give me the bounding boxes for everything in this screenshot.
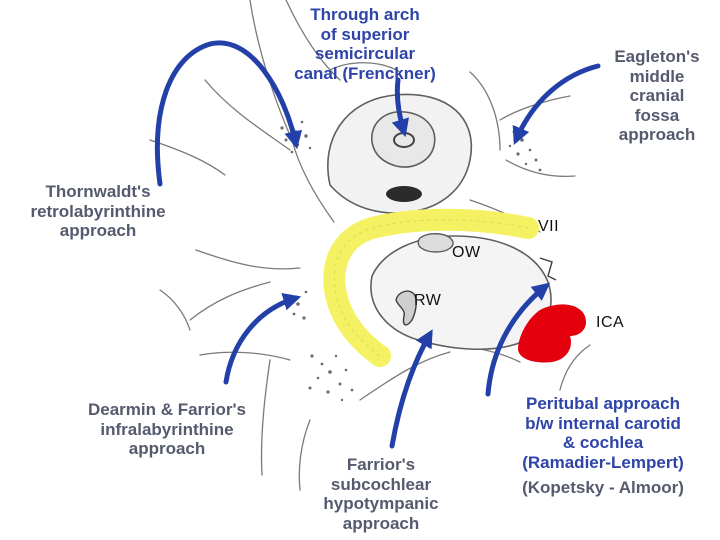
labyrinth-sketch	[327, 93, 473, 214]
arrow-peritubal	[485, 282, 551, 397]
facial-nerve	[323, 208, 539, 367]
tympanic-notch	[539, 257, 557, 281]
label-round-window: RW	[414, 292, 442, 309]
approach-arrows	[155, 40, 601, 449]
label-oval-window: OW	[452, 244, 481, 261]
label-peritubal-approach: Peritubal approach b/w internal carotid …	[522, 394, 684, 472]
label-frenckner-approach: Through arch of superior semicircular ca…	[294, 5, 436, 83]
canal-lumen	[386, 186, 422, 202]
round-window-shape	[395, 290, 417, 326]
label-dearmin-approach: Dearmin & Farrior's infralabyrinthine ap…	[87, 400, 247, 458]
arrow-farrior	[389, 329, 433, 449]
oval-window-shape	[417, 233, 454, 253]
label-farrior-subcochlear-approach: Farrior's subcochlear hypotympanic appro…	[323, 455, 439, 533]
label-kopetsky-almoor: (Kopetsky - Almoor)	[522, 478, 684, 497]
arrow-dearmin	[223, 293, 302, 385]
label-facial-nerve-vii: VII	[538, 218, 560, 235]
arrow-frenckner	[391, 77, 410, 138]
label-internal-carotid: ICA	[596, 314, 625, 331]
arrow-thornwaldt	[155, 40, 303, 187]
internal-carotid-artery	[518, 304, 587, 363]
arrow-eagleton	[512, 63, 601, 145]
label-thornwaldt-approach: Thornwaldt's retrolabyrinthine approach	[30, 182, 166, 240]
label-eagleton-approach: Eagleton's middle cranial fossa approach	[614, 47, 700, 144]
